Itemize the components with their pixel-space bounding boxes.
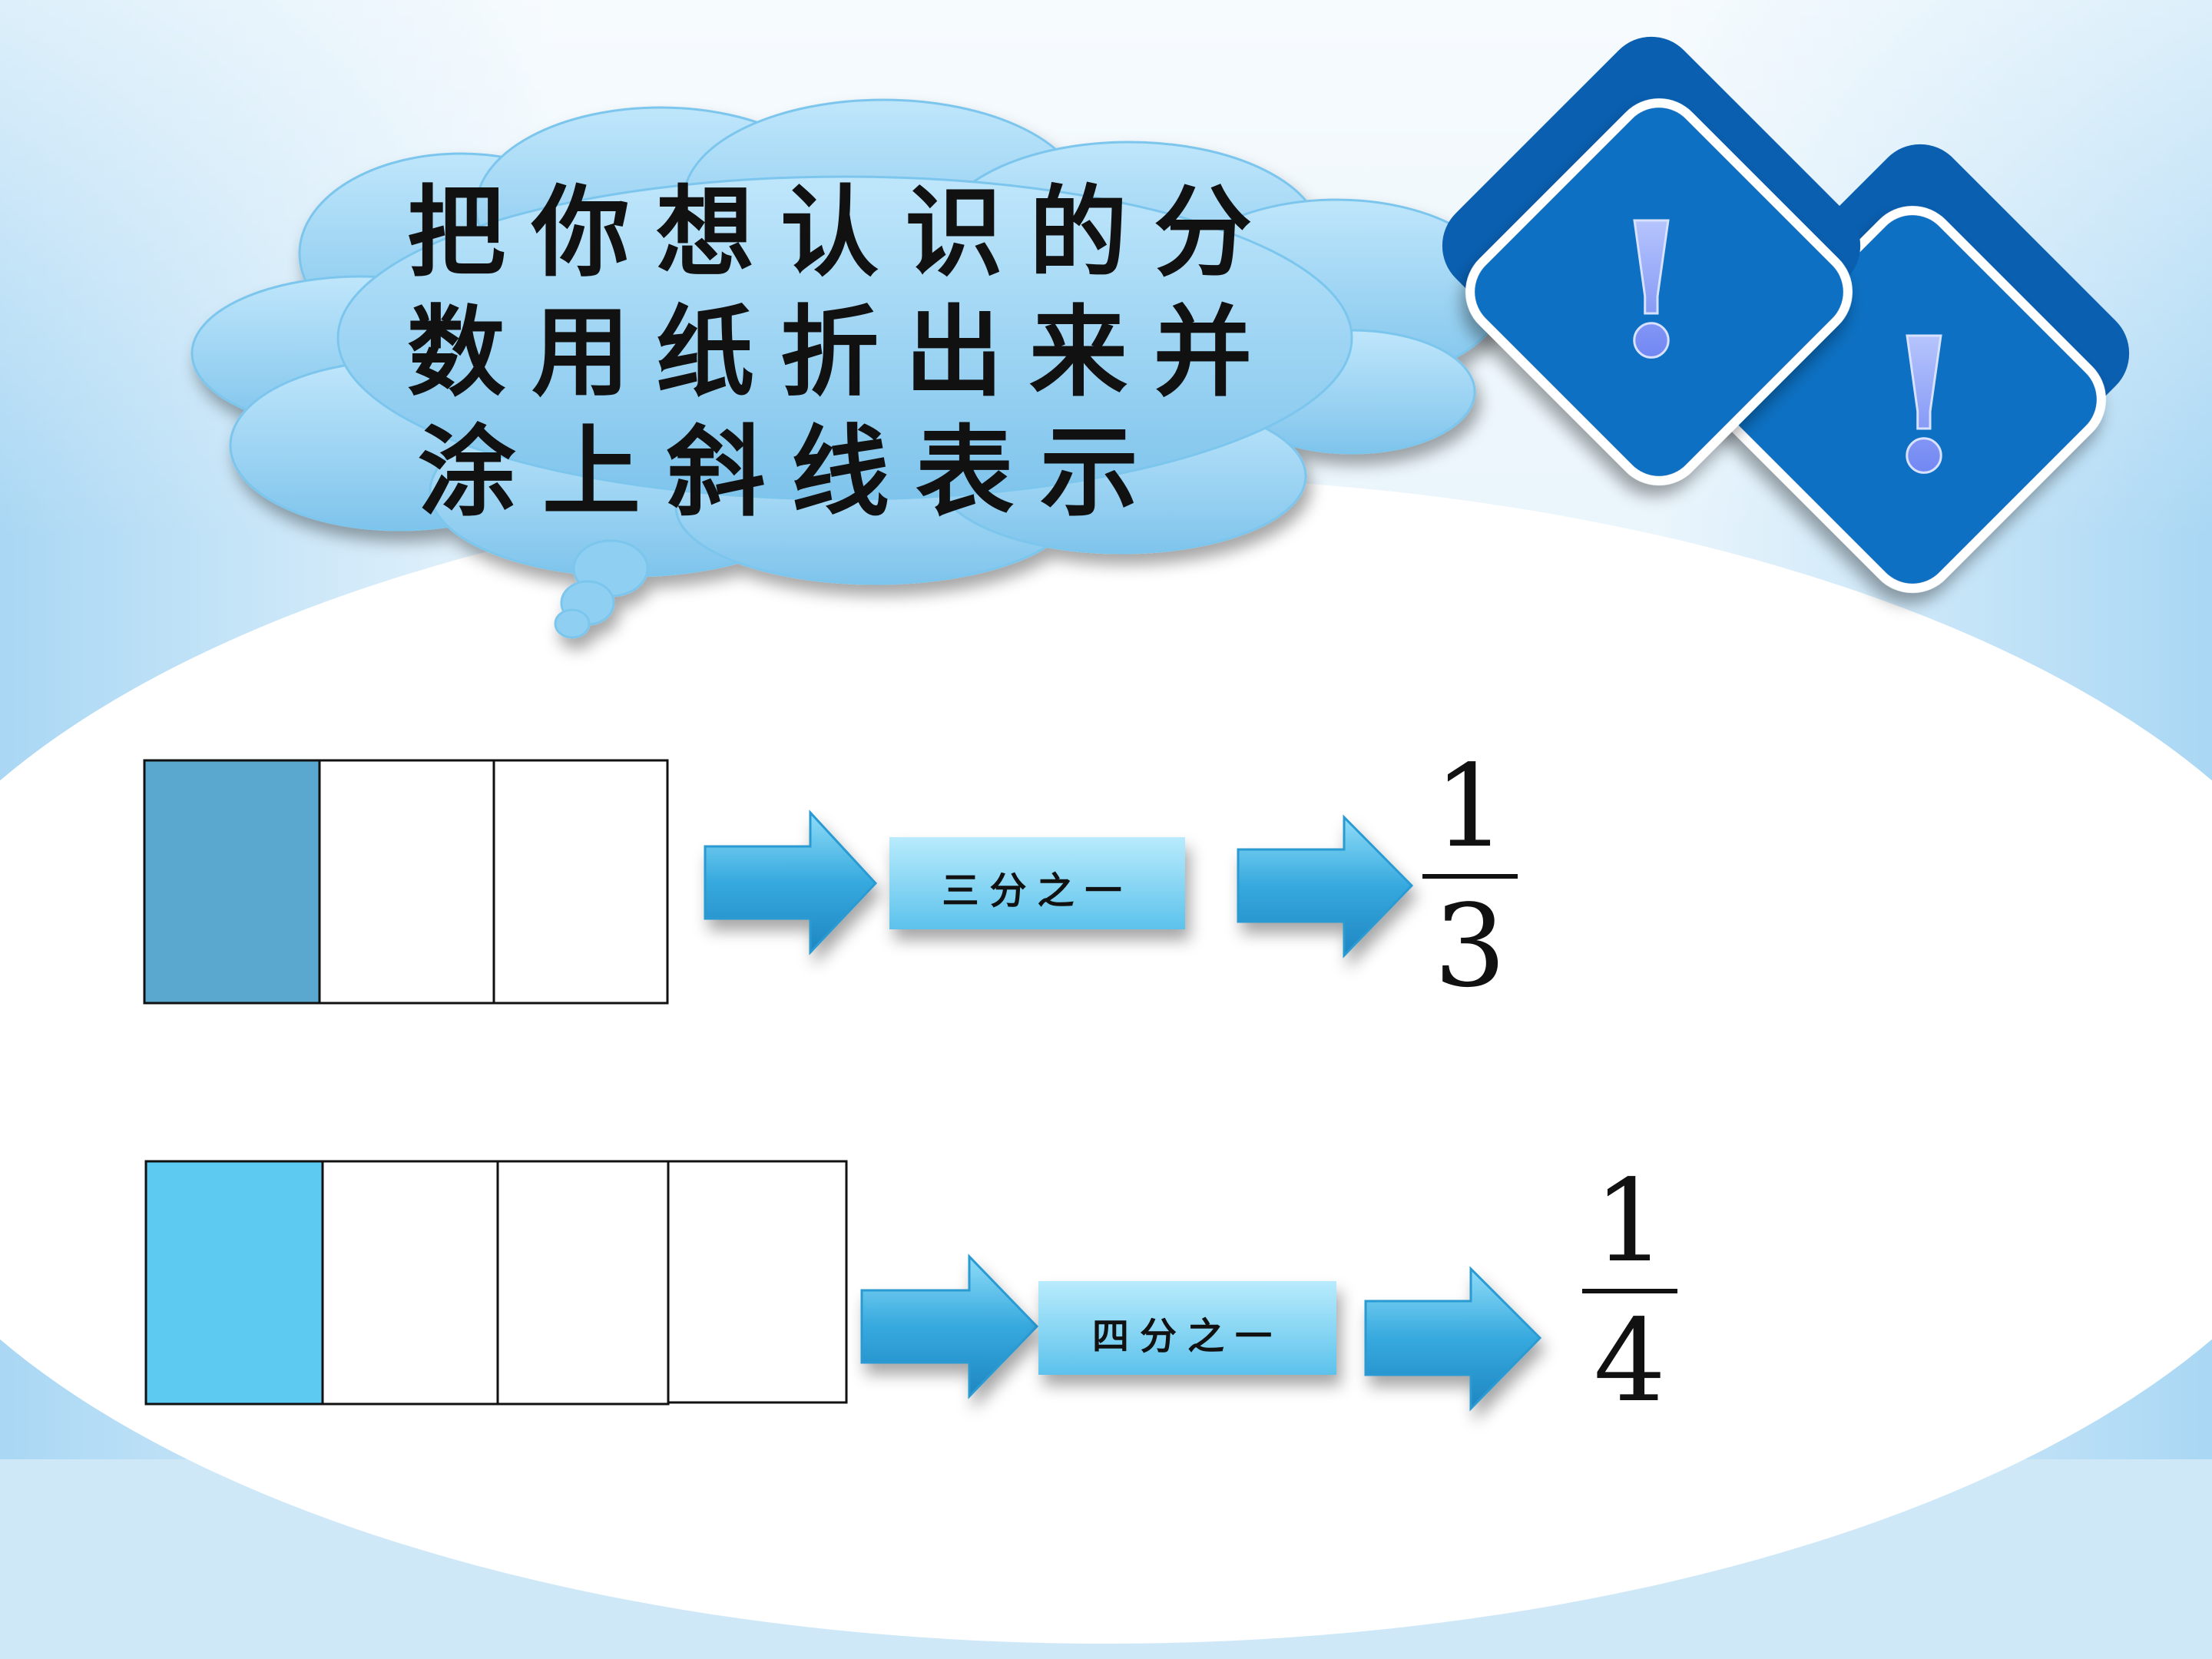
blank-part <box>492 759 669 1005</box>
fraction-one-third: 1 3 <box>1409 745 1532 1008</box>
label-box-quarters <box>1038 1281 1336 1375</box>
blank-part <box>321 1160 499 1406</box>
fraction-bar-thirds <box>143 759 669 1005</box>
background-white-oval <box>0 476 2212 1644</box>
numerator: 1 <box>1593 1155 1667 1287</box>
exclamation-mark-1: ! <box>1611 182 1691 399</box>
label-one-third: 三分之一 <box>942 869 1133 912</box>
blank-part <box>318 759 495 1005</box>
prompt-text: 把你想认识的分 数用纸折出来并 涂上斜线表示 <box>407 173 1279 532</box>
badge-diamond-front <box>1442 36 1861 485</box>
denominator: 4 <box>1593 1295 1667 1427</box>
label-one-quarter: 四分之一 <box>1091 1315 1283 1358</box>
exclamation-mark-2: ! <box>1883 297 1964 514</box>
fraction-one-quarter: 1 4 <box>1568 1160 1691 1422</box>
numerator: 1 <box>1433 740 1507 873</box>
shaded-part <box>144 1160 324 1406</box>
denominator: 3 <box>1433 880 1507 1012</box>
prompt-line-2: 数用纸折出来并 <box>407 295 1279 410</box>
thought-cloud <box>190 98 1507 639</box>
blank-part <box>667 1160 848 1404</box>
label-box-thirds <box>889 837 1185 929</box>
fraction-bar-line <box>1422 874 1518 879</box>
fraction-bar-quarters <box>144 1160 848 1406</box>
prompt-line-3: 涂上斜线表示 <box>417 415 1164 530</box>
arrow-right-icon <box>1237 814 1414 959</box>
arrow-right-icon <box>704 810 878 955</box>
arrow-right-icon <box>860 1253 1039 1399</box>
arrow-right-icon <box>1364 1266 1542 1412</box>
fraction-bar-line <box>1582 1289 1677 1293</box>
prompt-line-1: 把你想认识的分 <box>407 175 1279 290</box>
blank-part <box>496 1160 670 1406</box>
shaded-part <box>143 759 321 1005</box>
